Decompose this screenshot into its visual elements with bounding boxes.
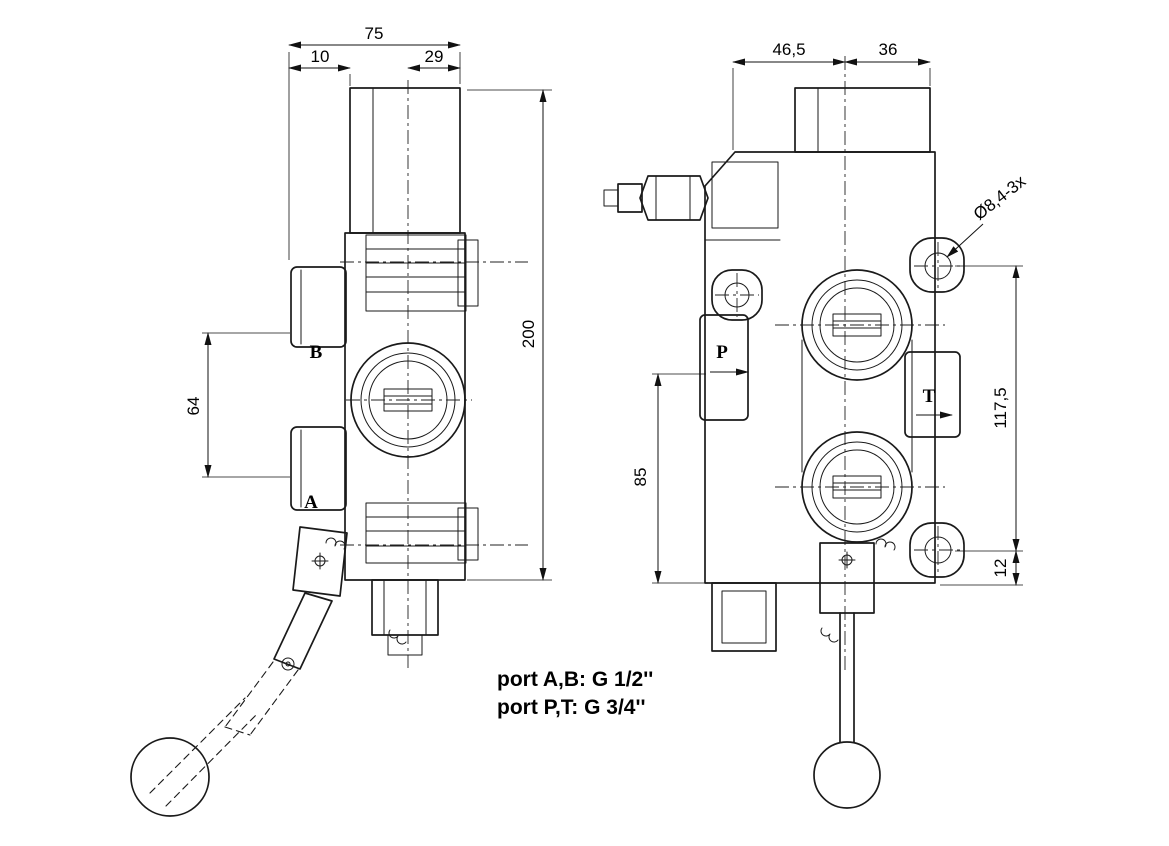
port-b-label: B <box>310 342 323 363</box>
dim-64-label: 64 <box>184 397 203 416</box>
right-valve-body <box>704 151 936 584</box>
dim-36-label: 36 <box>879 40 898 59</box>
dim-75-label: 75 <box>365 24 384 43</box>
left-ball-knob <box>130 737 210 817</box>
right-mount-ear-top <box>909 237 965 293</box>
left-lever-alternate-position <box>130 661 299 817</box>
right-mount-ear-left <box>711 269 763 321</box>
right-port-p-boss <box>699 314 749 421</box>
right-view-front: P T 46,5 36 Ø8,4-3x 117,5 12 <box>603 40 1030 809</box>
note-ports-pt: port P,T: G 3/4'' <box>497 696 645 719</box>
port-thread-notes: port A,B: G 1/2'' port P,T: G 3/4'' <box>497 668 653 719</box>
left-port-a-boss <box>290 426 347 511</box>
port-a-label: A <box>304 492 318 513</box>
left-bottom-port <box>371 579 439 656</box>
right-spool-bore-lower <box>801 431 913 543</box>
right-dimensions: 46,5 36 Ø8,4-3x 117,5 12 85 <box>631 40 1030 586</box>
left-view-centerlines <box>340 80 528 668</box>
left-spool-bore <box>350 342 466 458</box>
note-ports-ab: port A,B: G 1/2'' <box>497 668 653 691</box>
dim-29-label: 29 <box>425 47 444 66</box>
left-top-bracket <box>365 234 479 312</box>
dim-12-label: 12 <box>991 559 1010 578</box>
port-p-label: P <box>716 342 728 363</box>
right-bottom-port <box>711 582 777 652</box>
left-view-side: 75 10 29 200 64 B A <box>130 24 552 817</box>
dim-10-label: 10 <box>311 47 330 66</box>
left-lever-assembly <box>273 526 348 671</box>
left-bottom-bracket <box>365 502 479 564</box>
dim-117-5-label: 117,5 <box>991 387 1010 428</box>
right-port-t-boss <box>904 351 961 438</box>
right-mount-ear-bottom <box>909 522 965 578</box>
left-valve-body <box>344 232 466 581</box>
right-relief-fitting <box>603 161 779 229</box>
dim-85-label: 85 <box>631 468 650 487</box>
left-retaining-clip-lower <box>388 629 407 645</box>
dim-46-5-label: 46,5 <box>772 40 805 59</box>
left-dimensions: 75 10 29 200 64 <box>184 24 552 581</box>
right-view-centerlines <box>775 56 945 672</box>
right-spool-bore-upper <box>801 269 913 381</box>
right-ball-knob <box>813 741 881 809</box>
dim-200-label: 200 <box>519 320 538 348</box>
left-port-b-boss <box>290 266 347 348</box>
right-spool-tube <box>794 87 931 153</box>
left-retaining-clip-upper <box>325 537 346 550</box>
right-retaining-clip-upper <box>875 538 896 551</box>
left-spool-tube <box>349 87 461 234</box>
right-handle-assembly <box>813 538 896 809</box>
port-t-label: T <box>923 386 936 407</box>
right-retaining-clip-lower <box>820 627 839 643</box>
dim-hole-callout-label: Ø8,4-3x <box>970 171 1030 224</box>
